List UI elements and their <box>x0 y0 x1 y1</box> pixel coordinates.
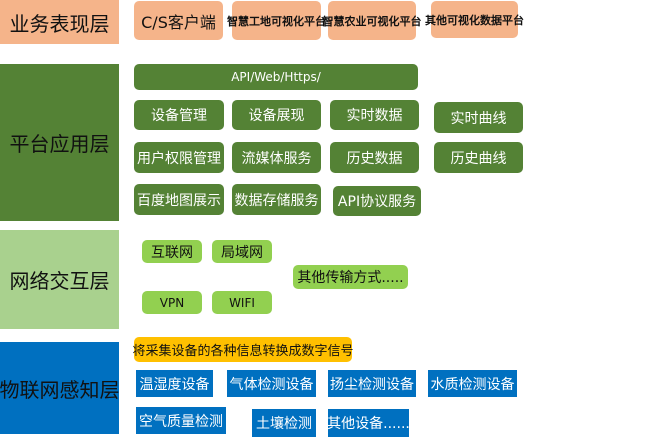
perception-item: 气体检测设备 <box>227 370 316 397</box>
perception-item: 温湿度设备 <box>136 370 213 397</box>
platform-item: 设备管理 <box>134 100 224 130</box>
layer-network: 网络交互层 <box>0 230 119 329</box>
platform-item: API协议服务 <box>333 186 421 216</box>
perception-item: 水质检测设备 <box>428 370 517 397</box>
platform-item: 设备展现 <box>232 100 321 130</box>
perception-item: 其他设备...... <box>327 409 410 437</box>
perception-item: 土壤检测 <box>252 409 316 437</box>
perception-banner: 将采集设备的各种信息转换成数字信号 <box>133 337 354 362</box>
perception-item: 扬尘检测设备 <box>328 370 416 397</box>
network-item: VPN <box>142 291 202 314</box>
layer-business: 业务表现层 <box>0 0 119 44</box>
api-bar: API/Web/Https/ <box>134 64 418 90</box>
network-item: 局域网 <box>212 240 272 263</box>
layer-perception: 物联网感知层 <box>0 342 120 434</box>
platform-item: 历史数据 <box>330 142 419 173</box>
network-item: 其他传输方式..... <box>293 265 408 289</box>
platform-item: 实时曲线 <box>434 102 523 133</box>
platform-item: 数据存储服务 <box>232 184 321 215</box>
platform-item: 用户权限管理 <box>134 142 224 173</box>
perception-item: 空气质量检测 <box>136 407 226 434</box>
network-item: 互联网 <box>142 240 202 263</box>
platform-item: 实时数据 <box>330 100 419 130</box>
layer-platform: 平台应用层 <box>0 64 119 221</box>
business-item: C/S客户端 <box>134 1 223 40</box>
business-item: 其他可视化数据平台 <box>425 1 524 38</box>
platform-item: 流媒体服务 <box>232 142 321 173</box>
platform-item: 历史曲线 <box>434 142 523 173</box>
business-item: 智慧农业可视化平台 <box>323 1 422 40</box>
platform-item: 百度地图展示 <box>134 184 224 215</box>
network-item: WIFI <box>212 291 272 314</box>
business-item: 智慧工地可视化平台 <box>227 1 326 40</box>
